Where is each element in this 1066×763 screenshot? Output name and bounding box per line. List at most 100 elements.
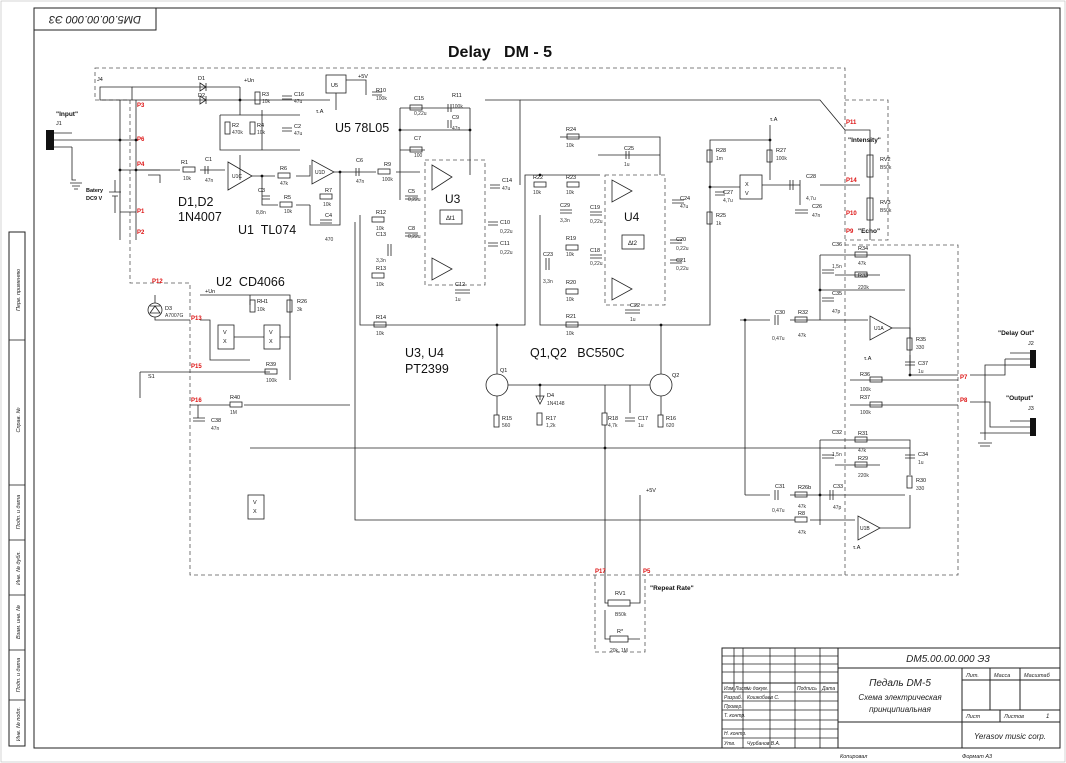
battery-voltage: DC9 V [86, 196, 103, 202]
u5-label: U5 78L05 [335, 121, 389, 135]
d3-val: A7007G [165, 313, 183, 319]
rotated-doc-code: DM5.00.00.000 Э3 [48, 13, 141, 25]
j3-label: J3 [1028, 406, 1034, 412]
c37-val: 1u [918, 369, 924, 375]
u3u4-label: U3, U4 [405, 346, 444, 360]
r26b-val: 47k [798, 504, 807, 510]
r11-ref: C15 [414, 96, 424, 102]
rotated-code-box [33, 7, 157, 31]
c3-val: 8,8n [256, 210, 266, 216]
u1d-pin-label: U1B [860, 526, 870, 532]
port-p12: P12 [152, 279, 163, 285]
c29-val: 3,3n [560, 218, 570, 224]
r39-ref: R39 [266, 362, 276, 368]
c11-val: 0,22u [500, 250, 513, 256]
u2-label: U2 CD4066 [216, 275, 285, 289]
junction-nodes [118, 98, 912, 497]
rh1-ref: RH1 [257, 299, 268, 305]
tb-row-role: Провер. [724, 704, 743, 710]
r8-val: 47k [798, 530, 807, 536]
c12-ref: C12 [455, 282, 465, 288]
delay-out-jack [970, 350, 1036, 380]
r24-ref: R24 [566, 127, 576, 133]
r6-ref: R6 [280, 166, 287, 172]
r5-ref: R5 [284, 195, 291, 201]
r4-ref: R4 [257, 123, 264, 129]
c16-val: 47u [294, 99, 303, 105]
r37-val: 100k [860, 410, 871, 416]
input-label: "Input" [56, 111, 78, 118]
ta-rail-2: τ.A [770, 117, 778, 123]
port-p13: P13 [191, 316, 202, 322]
r27-ref: R27 [776, 148, 786, 154]
r17-ref: R17 [546, 416, 556, 422]
r39-val: 100k [266, 378, 277, 384]
c16-ref: C16 [294, 92, 304, 98]
c6-ref: C6 [356, 158, 363, 164]
c10-val: 0,22u [500, 229, 513, 235]
r26-ref: R26 [297, 299, 307, 305]
r22-val: 10k [533, 190, 542, 196]
port-p17: P17 [595, 569, 606, 575]
c5-ref: C5 [408, 189, 415, 195]
echo-label: "Echo" [858, 228, 880, 235]
c8-ref: C8 [408, 226, 415, 232]
port-p4: P4 [137, 162, 145, 168]
c4-val: 470 [325, 237, 334, 243]
u4-amp-bottom [611, 277, 633, 301]
r32-val: 47k [798, 333, 807, 339]
c24-ref: C24 [680, 196, 690, 202]
u4-chip [604, 174, 666, 306]
tb-format: Формат А3 [962, 754, 993, 760]
port-p15: P15 [191, 364, 202, 370]
d4-val: 1N4148 [547, 401, 565, 407]
r21-ref: R21 [566, 314, 576, 320]
r1-val: 10k [183, 176, 192, 182]
port-p10: P10 [846, 211, 857, 217]
delay-out-label: "Delay Out" [998, 330, 1035, 337]
c6-val: 47n [356, 179, 365, 185]
tb-row-header-b: Лист [734, 686, 748, 692]
r5-val: 10k [284, 209, 293, 215]
r4-val: 10k [257, 130, 266, 136]
tb-name-1: Педаль DM-5 [869, 678, 931, 689]
c33-ref: C33 [833, 484, 843, 490]
r31-val: 47k [858, 448, 867, 454]
c1-val: 47n [205, 178, 214, 184]
battery-label: Batery [86, 188, 104, 194]
c36-val: 1,5n [832, 264, 842, 270]
j2-label: J2 [1028, 341, 1034, 347]
port-p3: P3 [137, 103, 145, 109]
u4-core-label: Δt2 [628, 241, 638, 247]
r31-ref: R31 [858, 431, 868, 437]
c2-val: 47u [294, 131, 303, 137]
side-label: Инв. № подл. [16, 707, 22, 741]
r19-val: 10k [566, 252, 575, 258]
r2-val: 470k [232, 130, 243, 136]
c23-val: 3,3n [543, 279, 553, 285]
intensity-label: "Intensity" [848, 137, 881, 144]
r28-val: 1m [716, 156, 723, 162]
u3-delay-core [439, 209, 463, 225]
repeat-rate-label: "Repeat Rate" [650, 585, 694, 592]
c19-ref: C19 [590, 205, 600, 211]
rail-5v: +5V [358, 74, 368, 80]
u4-label: U4 [624, 210, 640, 224]
ta-rail-4: τ.A [853, 545, 861, 551]
u2a-v: V [223, 330, 227, 336]
r24-val: 10k [566, 143, 575, 149]
r27-val: 100k [776, 156, 787, 162]
rv3-val: B50k [880, 208, 892, 214]
c35-ref: C35 [832, 291, 842, 297]
r29-ref: R29 [858, 456, 868, 462]
u3-amp-bottom [431, 257, 453, 281]
c8-val: 0,22u [408, 234, 421, 240]
drawing-frame [33, 7, 1061, 749]
ta-rail-1: τ.A [316, 109, 324, 115]
tb-row-role: Н. контр. [724, 731, 747, 737]
d3-ref: D3 [165, 306, 172, 312]
r17-val: 1,2k [546, 423, 556, 429]
tb-sheets: Листов [1003, 714, 1024, 720]
rv2-pot [866, 154, 874, 178]
